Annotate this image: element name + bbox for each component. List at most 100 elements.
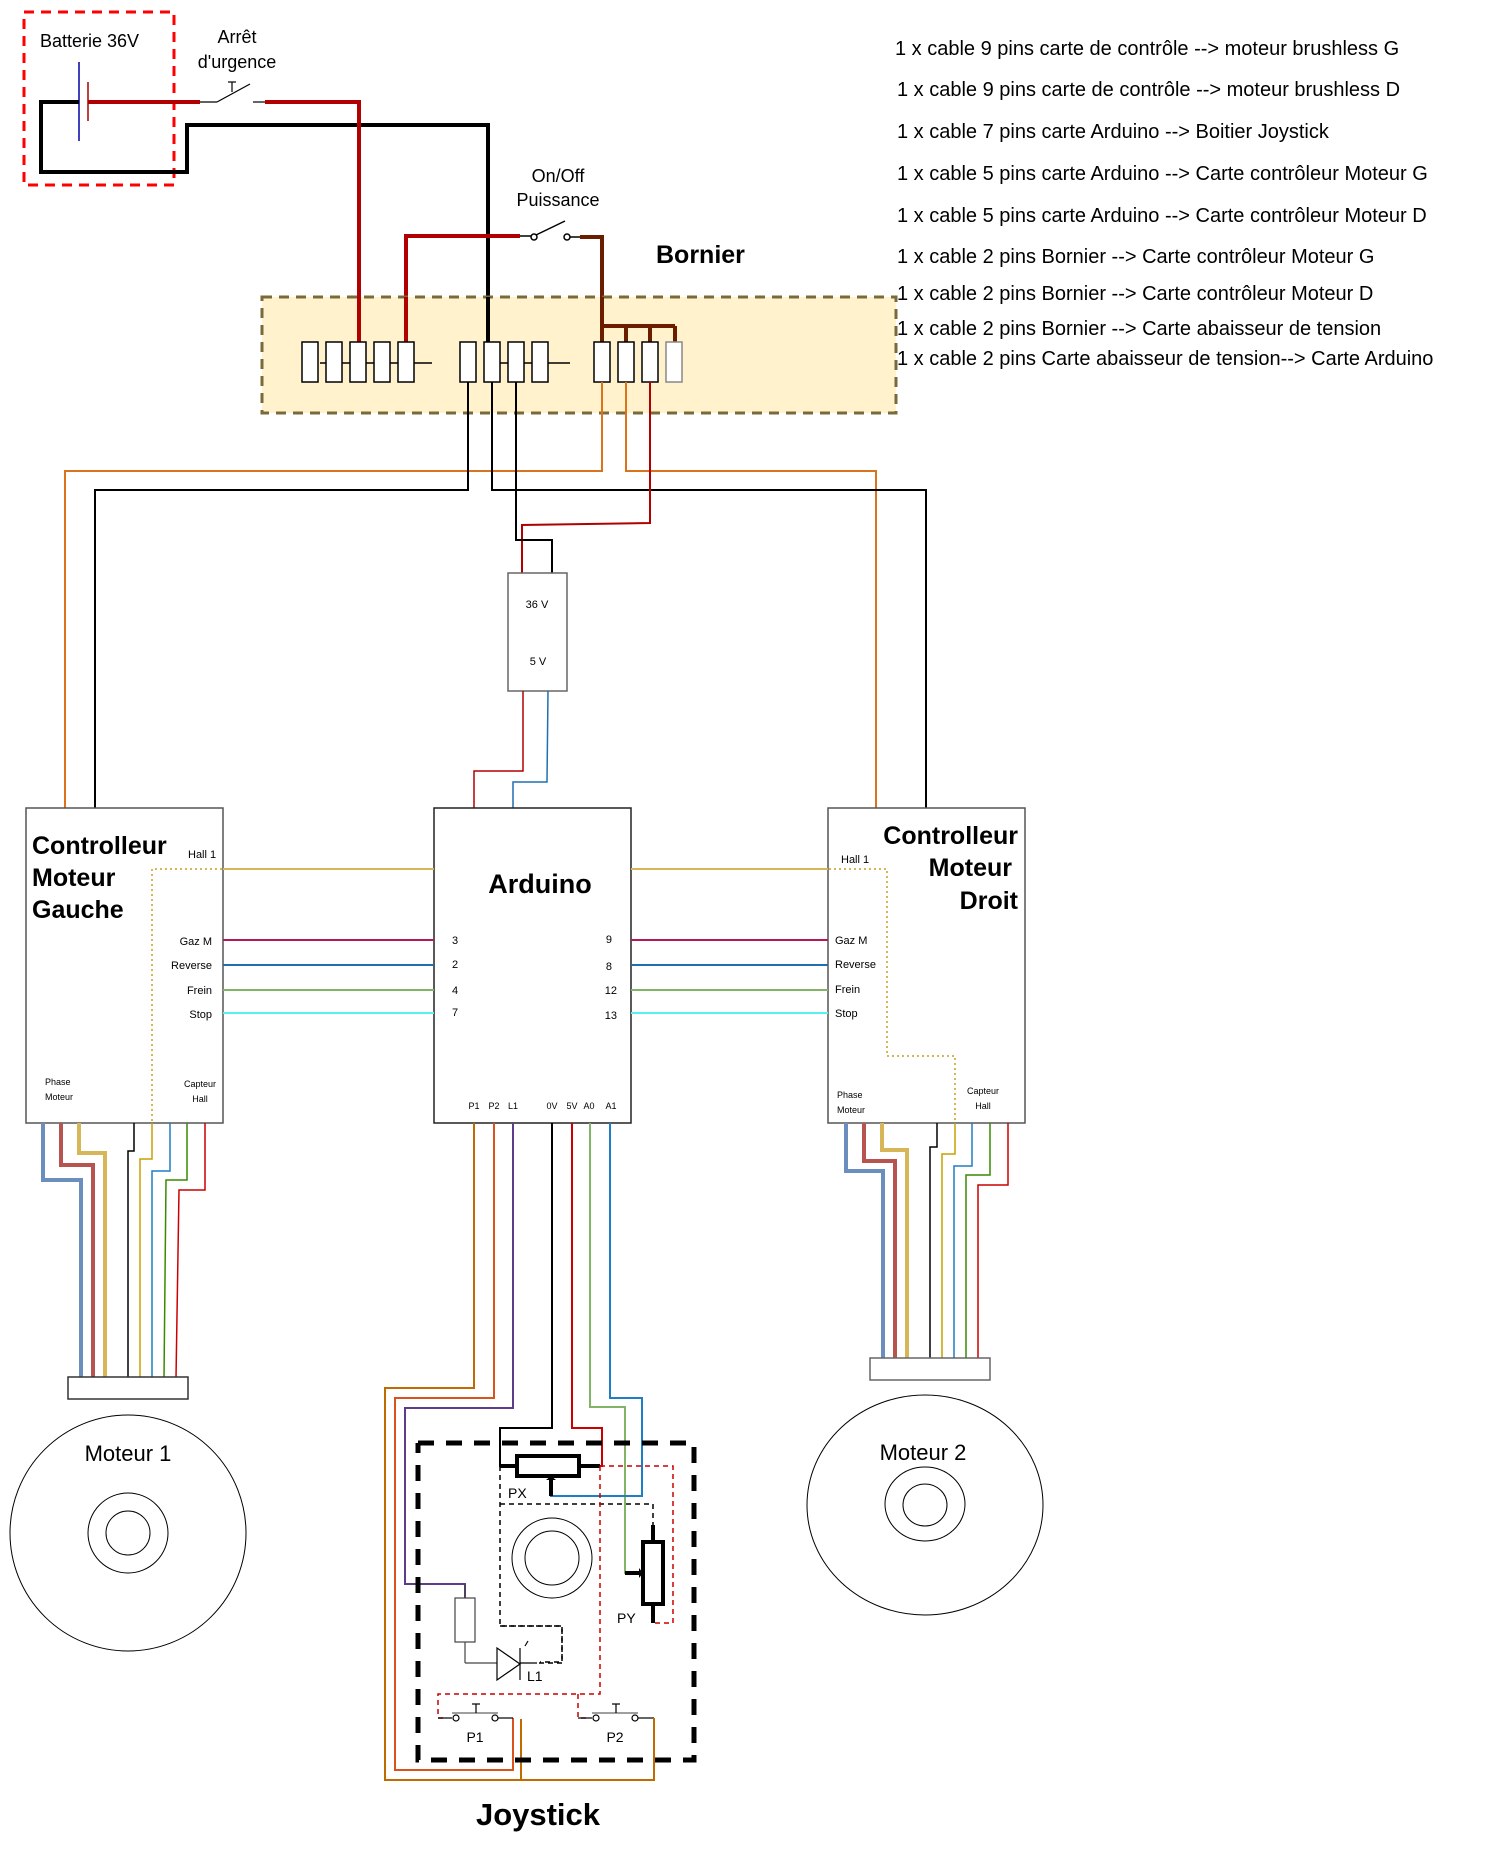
arduino-0v-supply (512, 690, 549, 809)
arduino-pin-p1: P1 (468, 1101, 479, 1111)
converter-input-positive (521, 382, 651, 574)
motor-right (806, 1394, 1044, 1616)
controller-left-title-3: Gauche (32, 896, 124, 924)
signal-wires-right (631, 868, 828, 1014)
joystick-5v-net (600, 1465, 674, 1624)
controller-left-title-1: Controlleur (32, 832, 167, 860)
power-switch-label-2: Puissance (516, 190, 599, 210)
controller-right-stop-label: Stop (835, 1008, 858, 1020)
controller-left-title-2: Moteur (32, 864, 116, 892)
controller-right-reverse-label: Reverse (835, 959, 876, 971)
controller-left-hall-label: Hall 1 (188, 849, 216, 861)
controller-right-phase-label-2: Moteur (837, 1105, 865, 1115)
arduino-5v-supply (473, 691, 524, 809)
right-controller-power-wire (625, 382, 877, 810)
controller-left (25, 807, 224, 1124)
cable-list-item: 1 x cable 9 pins carte de contrôle --> m… (895, 38, 1400, 60)
main-positive-wire (265, 100, 361, 340)
arduino-pin-8: 8 (606, 961, 612, 973)
battery-label: Batterie 36V (40, 31, 139, 51)
power-switch-icon (520, 220, 580, 241)
motor-left-cable (41, 1123, 206, 1379)
arduino-pin-7: 7 (452, 1007, 458, 1019)
right-controller-ground-wire (491, 382, 927, 810)
controller-right-hall-sensor-label: Capteur (967, 1086, 999, 1096)
emergency-stop-label: Arrêt (217, 27, 256, 47)
controller-right-phase-label: Phase (837, 1090, 863, 1100)
arduino-pin-2: 2 (452, 959, 458, 971)
cable-list-item: 1 x cable 5 pins carte Arduino --> Carte… (897, 163, 1428, 185)
terminal-group-2 (459, 341, 570, 383)
arduino-pin-p2: P2 (488, 1101, 499, 1111)
controller-right-title-2: Moteur (929, 854, 1013, 882)
cable-list-item: 1 x cable 5 pins carte Arduino --> Carte… (897, 205, 1427, 227)
arduino-pin-a1: A1 (605, 1101, 616, 1111)
emergency-stop-switch-icon (200, 81, 265, 103)
controller-right-frein-label: Frein (835, 984, 860, 996)
arduino-pin-l1: L1 (508, 1101, 518, 1111)
controller-right (827, 807, 1026, 1124)
emergency-stop-label-2: d'urgence (198, 52, 277, 72)
arduino-board (433, 807, 632, 1124)
power-switch-label: On/Off (532, 166, 586, 186)
left-controller-ground-wire (94, 382, 469, 810)
cable-list-item: 1 x cable 7 pins carte Arduino --> Boiti… (897, 121, 1329, 143)
controller-right-title-1: Controlleur (883, 822, 1018, 850)
arduino-title: Arduino (488, 869, 591, 899)
controller-left-phase-label-2: Moteur (45, 1092, 73, 1102)
cable-list-item: 1 x cable 2 pins Bornier --> Carte contr… (897, 246, 1375, 268)
cable-list-item: 1 x cable 9 pins carte de contrôle --> m… (897, 79, 1401, 101)
motor-left (9, 1414, 247, 1652)
button-p1-label: P1 (466, 1729, 483, 1745)
cable-list-item: 1 x cable 2 pins Carte abaisseur de tens… (897, 348, 1434, 370)
controller-left-reverse-label: Reverse (171, 960, 212, 972)
joystick-5v-net-3 (577, 1694, 586, 1719)
motor-right-connector (869, 1357, 991, 1381)
arduino-pin-4: 4 (452, 985, 458, 997)
controller-left-gaz-label: Gaz M (180, 936, 212, 948)
motor-left-label: Moteur 1 (85, 1441, 172, 1466)
motor-left-connector (67, 1376, 189, 1400)
cable-list-item: 1 x cable 2 pins Bornier --> Carte abais… (897, 318, 1382, 340)
led-label: L1 (527, 1668, 543, 1684)
controller-right-gaz-label: Gaz M (835, 935, 867, 947)
controller-right-hall-label: Hall 1 (841, 854, 869, 866)
converter-input-label: 36 V (526, 599, 549, 611)
arduino-pin-3: 3 (452, 935, 458, 947)
arduino-pin-12: 12 (605, 985, 617, 997)
converter-output-label: 5 V (530, 656, 547, 668)
joystick-ground-net-2 (500, 1503, 654, 1525)
button-p2-icon (578, 1703, 654, 1722)
controller-left-stop-label: Stop (189, 1009, 212, 1021)
battery-ground-wire (39, 100, 490, 174)
button-p2-label: P2 (606, 1729, 623, 1745)
voltage-converter (507, 572, 568, 692)
controller-right-hall-sensor-label-2: Hall (975, 1101, 991, 1111)
joystick-box (415, 1440, 697, 1763)
arduino-pin-13: 13 (605, 1010, 617, 1022)
battery-box (22, 10, 176, 187)
arduino-pin-9: 9 (606, 934, 612, 946)
controller-right-title-3: Droit (960, 887, 1019, 915)
motor-right-label: Moteur 2 (880, 1440, 967, 1465)
joystick-ground-net-3 (500, 1625, 563, 1664)
joystick-ground-net (499, 1466, 563, 1663)
cable-list-item: 1 x cable 2 pins Bornier --> Carte contr… (897, 283, 1374, 305)
controller-left-phase-label: Phase (45, 1077, 71, 1087)
button-p1-icon (438, 1703, 513, 1722)
brown-distribution-bus (604, 324, 677, 343)
controller-right-hall-internal (829, 868, 956, 1123)
controller-left-frein-label: Frein (187, 985, 212, 997)
left-controller-power-wire (64, 382, 603, 810)
motor-right-cable (844, 1123, 1009, 1359)
px-label: PX (508, 1485, 527, 1501)
signal-wires-left (223, 868, 434, 1014)
arduino-pin-5v: 5V (566, 1101, 577, 1111)
arduino-pin-a0: A0 (583, 1101, 594, 1111)
controller-left-hall-sensor-label: Capteur (184, 1079, 216, 1089)
controller-left-hall-internal (151, 868, 222, 1123)
py-label: PY (617, 1610, 636, 1626)
led-l1-icon (496, 1640, 537, 1682)
terminal-group-3 (593, 341, 683, 383)
